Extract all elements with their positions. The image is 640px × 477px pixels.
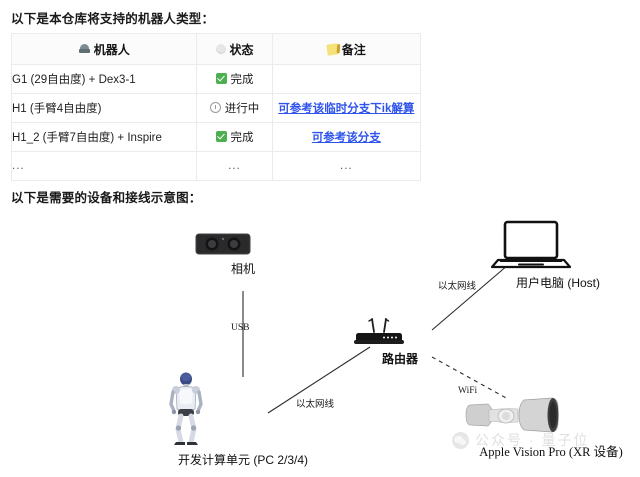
cell-status: 完成	[196, 122, 273, 152]
node-label-host: 用户电脑 (Host)	[515, 276, 600, 290]
column-header-robot: 机器人	[10, 33, 198, 65]
check-mark-button-icon	[215, 131, 227, 143]
vr-headset-icon	[465, 397, 559, 433]
node-robot: 开发计算单元 (PC 2/3/4)	[160, 371, 326, 468]
node-camera: 相机	[195, 231, 291, 277]
status-label: 完成	[230, 131, 254, 144]
cell-status: ...	[196, 151, 273, 181]
intro-text-robot-types: 以下是本仓库将支持的机器人类型：	[11, 12, 215, 26]
node-xr: Apple Vision Pro (XR 设备)	[462, 393, 640, 460]
edge-label-usb: USB	[231, 323, 250, 333]
cell-note: ...	[271, 151, 422, 181]
edge-robot-to-router	[267, 346, 371, 414]
column-header-robot-label: 机器人	[93, 42, 130, 57]
cell-note: 可参考该分支	[271, 122, 422, 152]
column-header-notes: 备注	[271, 33, 422, 65]
node-label-robot: 开发计算单元 (PC 2/3/4)	[177, 453, 309, 467]
cell-robot: H1_2 (手臂7自由度) + Inspire	[10, 122, 198, 152]
column-header-status: 状态	[196, 33, 273, 65]
cell-robot: H1 (手臂4自由度)	[10, 93, 198, 123]
laptop-icon	[490, 220, 572, 269]
edge-label-ethernet-robot: 以太网线	[296, 400, 335, 410]
edge-label-wifi: WiFi	[458, 386, 478, 396]
table-row: ... ... ...	[10, 151, 422, 181]
table-header-row: 机器人 状态 备注	[10, 33, 422, 65]
edge-label-ethernet-host: 以太网线	[438, 282, 477, 292]
stereo-camera-icon	[195, 233, 251, 255]
note-link[interactable]: 可参考该分支	[311, 132, 381, 144]
diagram-edges	[242, 264, 509, 414]
cell-note: 可参考该临时分支下ik解算	[271, 93, 422, 123]
node-label-xr: Apple Vision Pro (XR 设备)	[479, 445, 623, 459]
clock-icon	[209, 102, 221, 114]
node-label-camera: 相机	[230, 262, 255, 276]
node-router: 路由器	[352, 317, 448, 367]
robot-icon	[78, 44, 90, 54]
memo-icon	[326, 42, 339, 56]
node-host: 用户电脑 (Host)	[488, 220, 628, 291]
wiring-diagram: USB 以太网线 以太网线 WiFi 相机	[0, 205, 640, 477]
check-mark-button-icon	[215, 73, 227, 85]
status-label: 进行中	[224, 102, 260, 115]
cell-robot: G1 (29自由度) + Dex3-1	[10, 64, 198, 94]
column-header-notes-label: 备注	[341, 42, 366, 57]
supported-robots-table: 机器人 状态 备注 G1 (29自由度) + Dex3-1	[10, 33, 422, 181]
cell-status: 进行中	[196, 93, 273, 123]
table-row: H1 (手臂4自由度) 进行中 可参考该临时分支下ik解算	[10, 93, 422, 123]
table-row: G1 (29自由度) + Dex3-1 完成	[10, 64, 422, 94]
cell-note	[271, 64, 422, 94]
table-row: H1_2 (手臂7自由度) + Inspire 完成 可参考该分支	[10, 122, 422, 152]
cell-robot: ...	[10, 151, 198, 181]
note-link[interactable]: 可参考该临时分支下ik解算	[278, 103, 415, 115]
intro-text-wiring-diagram: 以下是需要的设备和接线示意图：	[11, 191, 202, 205]
humanoid-robot-icon	[169, 372, 203, 445]
white-circle-icon	[215, 44, 226, 54]
node-label-router: 路由器	[381, 352, 418, 366]
status-label: 完成	[230, 73, 254, 86]
edge-router-to-xr	[431, 356, 509, 400]
cell-status: 完成	[196, 64, 273, 94]
edge-router-to-host	[431, 264, 509, 331]
column-header-status-label: 状态	[229, 42, 254, 57]
router-icon	[354, 318, 404, 344]
